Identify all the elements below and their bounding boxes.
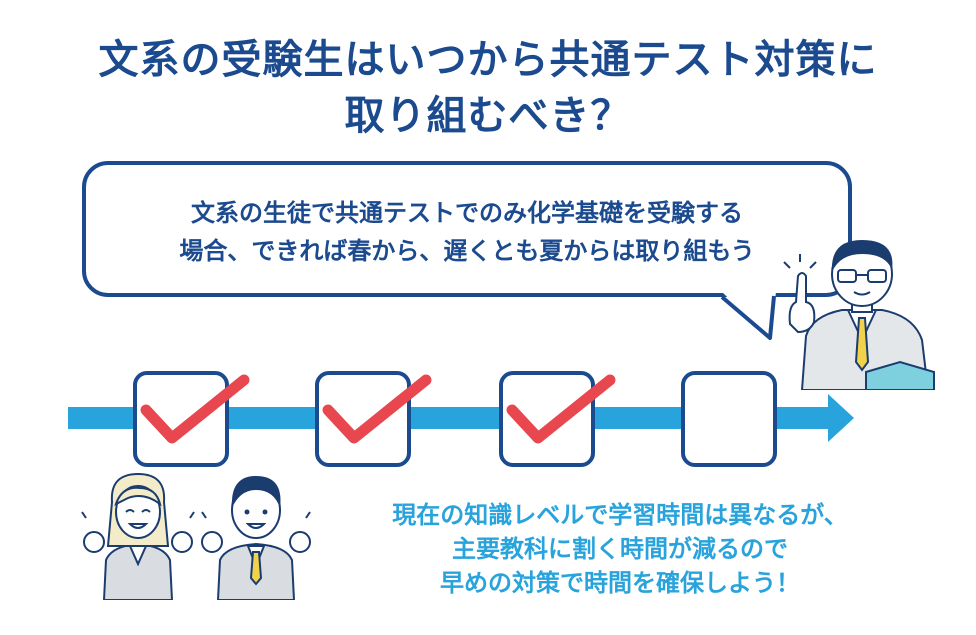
speech-line-1: 文系の生徒で共通テストでのみ化学基礎を受験する — [191, 199, 743, 227]
title-line-1: 文系の受験生はいつから共通テスト対策に — [98, 37, 878, 83]
speech-text: 文系の生徒で共通テストでのみ化学基礎を受験する 場合、できれば春から、遅くとも夏… — [82, 194, 852, 270]
check-mark-icon — [140, 374, 250, 444]
female-student-illustration — [81, 472, 195, 600]
speech-bubble — [82, 161, 852, 297]
advice-line-1: 現在の知識レベルで学習時間は異なるが、 — [392, 501, 848, 529]
speech-line-2: 場合、できれば春から、遅くとも夏からは取り組もう — [179, 237, 755, 265]
check-mark-icon — [322, 374, 432, 444]
teacher-illustration — [783, 240, 935, 390]
check-mark-icon — [506, 374, 616, 444]
timeline-step-4-checkbox — [681, 371, 777, 467]
advice-line-3: 早めの対策で時間を確保しよう！ — [440, 569, 800, 597]
timeline-step-3-checkbox — [499, 371, 595, 467]
male-student-illustration — [201, 476, 311, 600]
title-line-2: 取り組むべき？ — [344, 93, 632, 139]
advice-line-2: 主要教科に割く時間が減るので — [452, 535, 788, 563]
advice-message: 現在の知識レベルで学習時間は異なるが、 主要教科に割く時間が減るので 早めの対策… — [330, 498, 910, 600]
page-title: 文系の受験生はいつから共通テスト対策に 取り組むべき？ — [0, 32, 976, 144]
